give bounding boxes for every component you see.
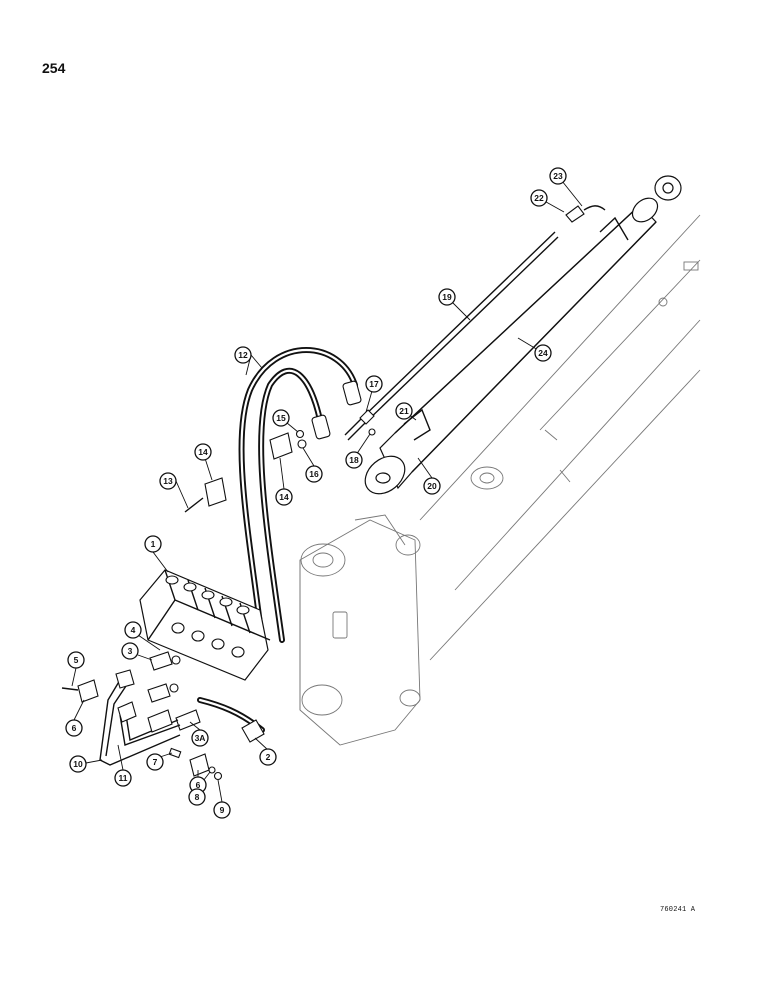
callout-20: 20 [423,477,441,495]
callout-label: 23 [553,171,563,181]
callout-3a: 3A [191,729,209,747]
callout-label: 6 [196,780,201,790]
callout-label: 12 [238,350,248,360]
callout-label: 1 [151,539,156,549]
clamp-14 [204,477,227,507]
callout-3: 3 [121,642,139,660]
callout-label: 10 [73,759,83,769]
callout-label: 14 [198,447,208,457]
callout-7: 7 [146,753,164,771]
page-number: 254 [42,60,66,76]
callout-14: 14 [194,443,212,461]
callout-10: 10 [69,755,87,773]
callout-label: 19 [442,292,452,302]
callout-label: 9 [220,805,225,815]
callout-17: 17 [365,375,383,393]
callout-16: 16 [305,465,323,483]
callout-label: 16 [309,469,319,479]
boom-arm [419,214,701,661]
callout-15: 15 [272,409,290,427]
callout-2: 2 [259,748,277,766]
boom-pivot-bracket [299,466,504,746]
fitting-22 [565,205,585,223]
fitting-2 [241,719,265,743]
callout-label: 21 [399,406,409,416]
callout-14: 14 [275,488,293,506]
callout-label: 2 [266,752,271,762]
callout-label: 3 [128,646,133,656]
callout-1: 1 [144,535,162,553]
callout-label: 15 [276,413,286,423]
callout-13: 13 [159,472,177,490]
callout-label: 11 [119,773,128,783]
callout-23: 23 [549,167,567,185]
callout-19: 19 [438,288,456,306]
callout-5: 5 [67,651,85,669]
callout-6: 6 [65,719,83,737]
leader-lines [71,175,583,803]
callout-label: 22 [534,193,544,203]
callout-24: 24 [534,344,552,362]
figure-code: 760241 A [660,906,696,914]
callout-label: 18 [349,455,359,465]
hose-12 [238,347,362,643]
callout-label: 7 [153,757,158,767]
callout-label: 4 [131,625,136,635]
callout-8: 8 [188,788,206,806]
callout-label: 14 [279,492,289,502]
callout-label: 20 [427,481,437,491]
callout-9: 9 [213,801,231,819]
callout-label: 5 [74,655,79,665]
tube-19 [344,231,556,436]
callout-label: 3A [195,733,206,743]
callout-4: 4 [124,621,142,639]
callout-label: 24 [538,348,548,358]
callout-18: 18 [345,451,363,469]
callout-22: 22 [530,189,548,207]
callout-label: 13 [163,476,173,486]
callout-label: 17 [369,379,379,389]
callout-21: 21 [395,402,413,420]
callout-11: 11 [114,769,132,787]
callout-label: 6 [72,723,77,733]
control-valve-1 [139,569,271,681]
cylinder-assembly [364,175,682,495]
tubes-10-11 [99,669,181,766]
callout-12: 12 [234,346,252,364]
callout-label: 8 [195,792,200,802]
